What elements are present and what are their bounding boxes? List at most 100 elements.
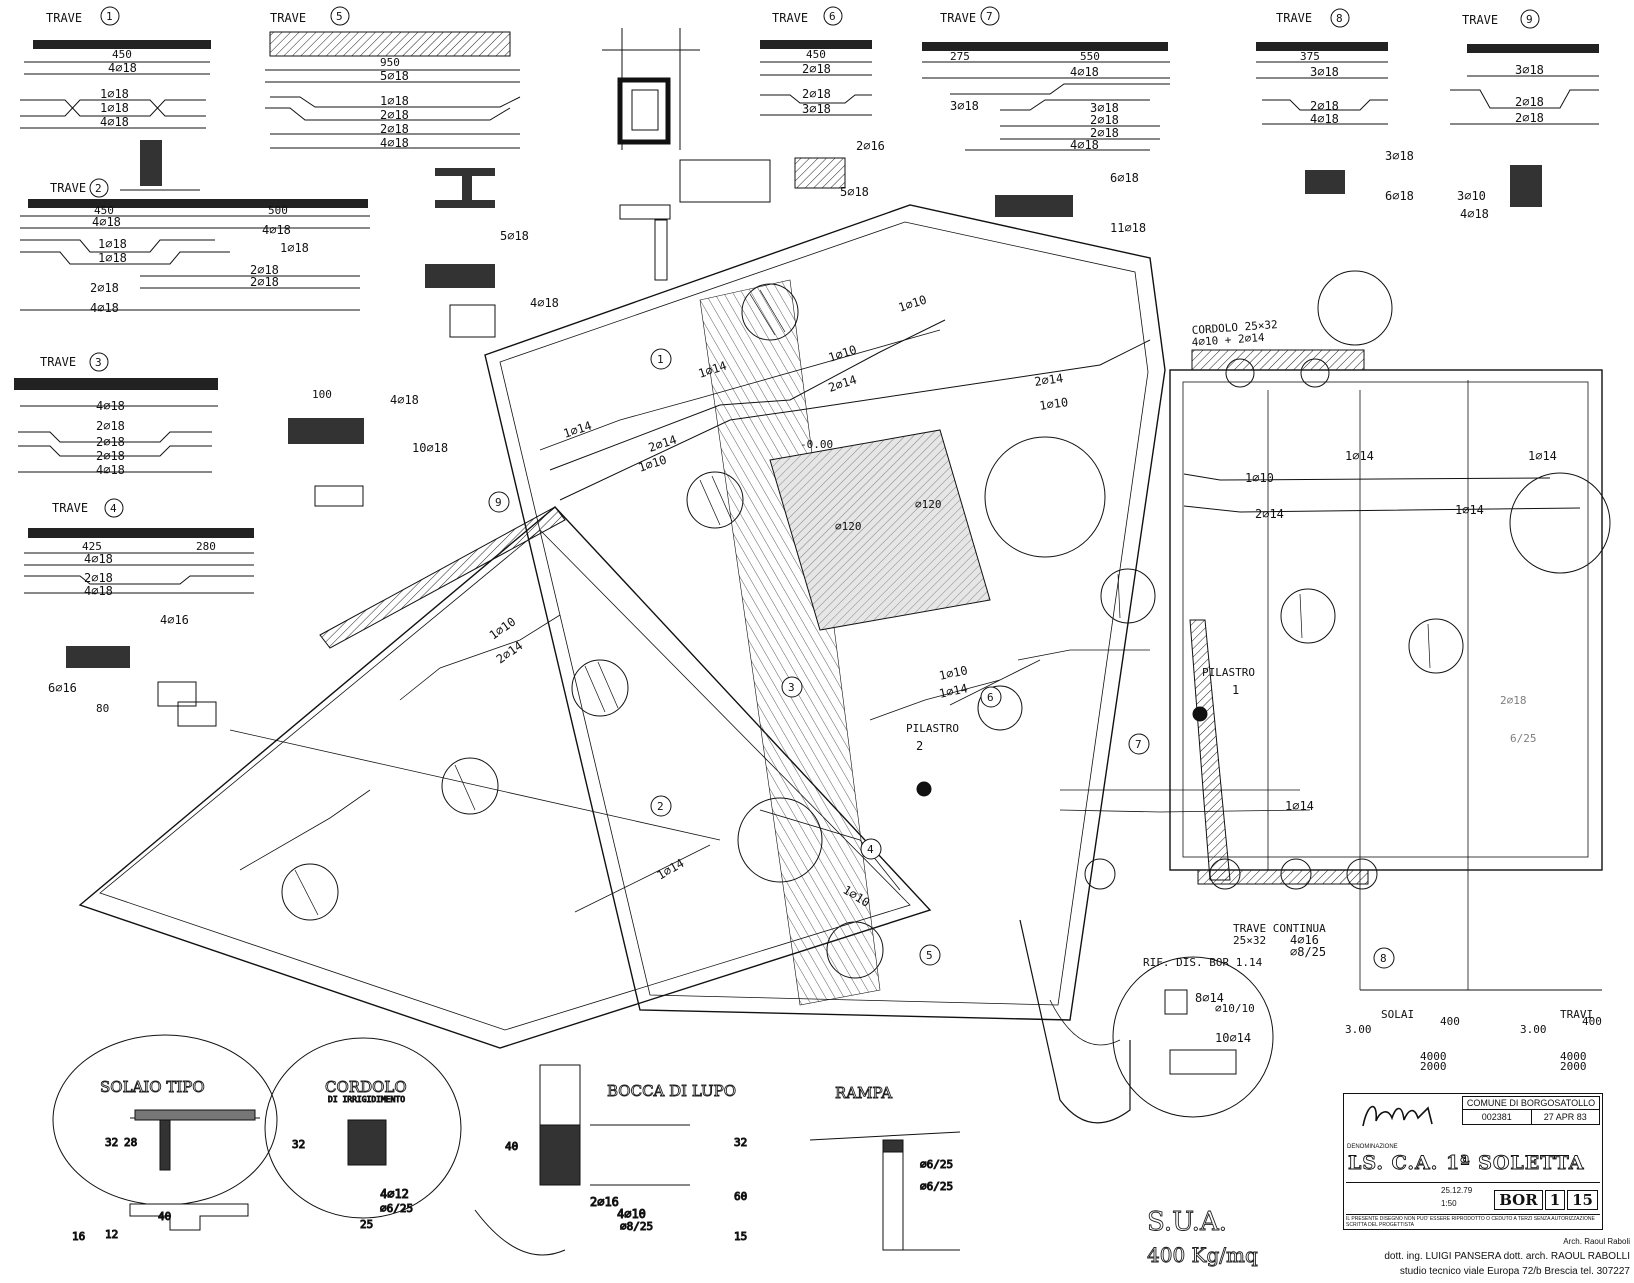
beam-9-bar-b: 3⌀10 [1457,189,1486,203]
beams-label: TRAVI [1560,1008,1593,1021]
plan-labels: 1⌀10 2⌀14 1⌀14 1⌀10 2⌀14 1⌀14 1⌀10 2⌀14 … [487,293,1602,1073]
load-note: S.U.A. 400 Kg/mq [1147,1207,1259,1268]
beam-3-bar-top: 4⌀18 [96,399,125,413]
detail-solaio: SOLAIO TIPO 32 28 40 12 16 [52,1034,278,1244]
continuous-beam-bars: 4⌀16 [1290,933,1319,947]
beam-schedule-8: TRAVE 8 375 3⌀18 2⌀18 4⌀18 3⌀18 6⌀18 [1256,8,1414,203]
beam-9-bar-c: 4⌀18 [1460,207,1489,221]
plan-bar-7: 1⌀10 [637,453,669,475]
plan-bar-18: 1⌀14 [1285,799,1314,813]
studio-address: studio tecnico viale Europa 72/b Brescia… [1399,1266,1630,1277]
detail-bocca-h2: 60 [734,1190,747,1203]
sheet-series: BOR [1494,1190,1543,1210]
beam-7-number: 7 [986,10,993,23]
column-detail [602,28,771,281]
title-block: COMUNE DI BORGOSATOLLO 002381 27 APR 83 … [1343,1093,1603,1230]
beam-2-bar-d: 2⌀18 [250,263,279,277]
beam-load-c: 4000 [1560,1050,1587,1063]
detail-cordolo-w: 25 [360,1218,373,1231]
beam-2-bar-top-a: 4⌀18 [92,215,121,229]
beam-3-sec-bottom: 10⌀18 [412,441,448,455]
beam-6-bar-b: 3⌀18 [802,102,831,116]
level-mark: -0.00 [800,438,833,451]
beam-2-bar-top-b: 4⌀18 [262,223,291,237]
slab-load-b: 400 [1440,1015,1460,1028]
project-title: LS. C.A. 1ª SOLETTA [1348,1152,1585,1175]
beam-6-bar-bottom: 5⌀18 [840,185,869,199]
continuous-beam-stirrups: ⌀8/25 [1290,945,1326,959]
slab-load-c: 4000 [1420,1050,1447,1063]
plan-bar-11: 1⌀10 [1245,471,1274,485]
continuous-beam-section: 25×32 [1233,934,1266,947]
plan-bar-19: 2⌀14 [494,638,526,666]
beam-7-bar-d: 2⌀18 [1090,126,1119,140]
beam-3-sec-top: 4⌀18 [390,393,419,407]
detail-solaio-t: 12 [105,1228,118,1241]
beam-6-bar-a: 2⌀18 [802,87,831,101]
beam-7-bar-top: 4⌀18 [1070,65,1099,79]
grid-marker-7: 7 [1135,738,1142,751]
beam-2-bar-f: 2⌀18 [90,281,119,295]
beam-5-section-b: 5⌀18 4⌀18 [425,229,559,338]
right-bar-b: 6/25 [1510,732,1537,745]
beam-2-span-b: 500 [268,204,288,217]
detail-rampa-title: RAMPA [835,1084,892,1102]
beam-9-bar-bottom: 2⌀18 [1515,111,1544,125]
floor-plan [78,204,1611,1124]
beam-1-number: 1 [106,10,113,23]
plan-bar-6: 1⌀14 [562,419,594,441]
sheet-number: 15 [1567,1190,1598,1210]
beam-schedule-3: TRAVE 3 4⌀18 2⌀18 2⌀18 2⌀18 4⌀18 100 4⌀1… [14,352,448,507]
detail-bocca-bars-b: 4⌀10 [617,1207,646,1221]
beam-2-bar-b: 1⌀18 [98,251,127,265]
beam-schedule-7: TRAVE 7 275 550 4⌀18 3⌀18 3⌀18 2⌀18 2⌀18… [922,6,1170,235]
beam-3-title: TRAVE [40,355,76,369]
beam-8-title: TRAVE [1276,11,1312,25]
beam-9-title: TRAVE [1462,13,1498,27]
beam-schedule-1: TRAVE 1 450 4⌀18 1⌀18 1⌀18 4⌀18 [20,6,211,191]
sheet-part: 1 [1544,1190,1566,1210]
beam-9-bar-a: 2⌀18 [1515,95,1544,109]
beam-schedule-5: TRAVE 5 950 5⌀18 1⌀18 2⌀18 2⌀18 4⌀18 [265,6,521,208]
detail-solaio-w: 40 [158,1210,171,1223]
beam-4-span-a: 425 [82,540,102,553]
beam-2-bar-e: 2⌀18 [250,275,279,289]
beam-6-number: 6 [829,10,836,23]
plan-bar-8: 2⌀14 [1033,371,1064,389]
detail-bocca-w: 40 [505,1140,518,1153]
reference-drawing: RIF. DIS. BOR 1.14 [1143,956,1263,969]
beam-5-title: TRAVE [270,11,306,25]
beam-1-title: TRAVE [46,11,82,25]
grid-marker-8: 8 [1380,952,1387,965]
detail-bocca-di-lupo: BOCCA DI LUPO 2⌀16 4⌀10 ⌀8/25 32 60 15 4… [474,1064,748,1256]
detail-cordolo: CORDOLO DI IRRIGIDIMENTO 4⌀12 ⌀6/25 32 2… [264,1037,462,1232]
plan-bar-9: 1⌀10 [1038,395,1069,413]
beam-4-sec-bottom: 6⌀16 [48,681,77,695]
pillar-2-label: PILASTRO [906,722,959,735]
beam-5-span: 950 [380,56,400,69]
municipal-stamp: COMUNE DI BORGOSATOLLO 002381 27 APR 83 [1462,1096,1600,1125]
detail-bocca-h3: 15 [734,1230,747,1243]
beam-8-bar-top: 3⌀18 [1310,65,1339,79]
detail-rampa: RAMPA ⌀6/25 ⌀6/25 [809,1084,961,1251]
beam-4-bar-bottom: 4⌀18 [84,584,113,598]
beam-7-bar-bottom: 4⌀18 [1070,138,1099,152]
beam-3-bar-bottom: 4⌀18 [96,463,125,477]
stamp-date: 27 APR 83 [1543,1112,1587,1122]
ramp-detail-bars-b: 10⌀14 [1215,1031,1251,1045]
beam-6-bar-top: 2⌀18 [802,62,831,76]
ramp-detail-stirrups: ⌀10/10 [1215,1002,1255,1015]
copyright-note: IL PRESENTE DISEGNO NON PUO' ESSERE RIPR… [1346,1214,1600,1228]
beam-4-span-b: 280 [196,540,216,553]
beam-8-bar-b: 3⌀18 [1385,149,1414,163]
title-block-info: 25.12.79 1:50 [1346,1182,1600,1215]
grid-marker-1: 1 [657,353,664,366]
beam-schedule-6: TRAVE 6 450 2⌀18 2⌀18 3⌀18 2⌀16 5⌀18 [760,6,885,199]
beam-7-bar-c: 2⌀18 [1090,113,1119,127]
drawing-scale: 1:50 [1441,1199,1457,1208]
beam-1-bar-b: 1⌀18 [100,101,129,115]
beam-2-number: 2 [95,182,102,195]
shaft-diameter-a: ⌀120 [835,520,862,533]
beam-1-bar-top: 4⌀18 [108,61,137,75]
